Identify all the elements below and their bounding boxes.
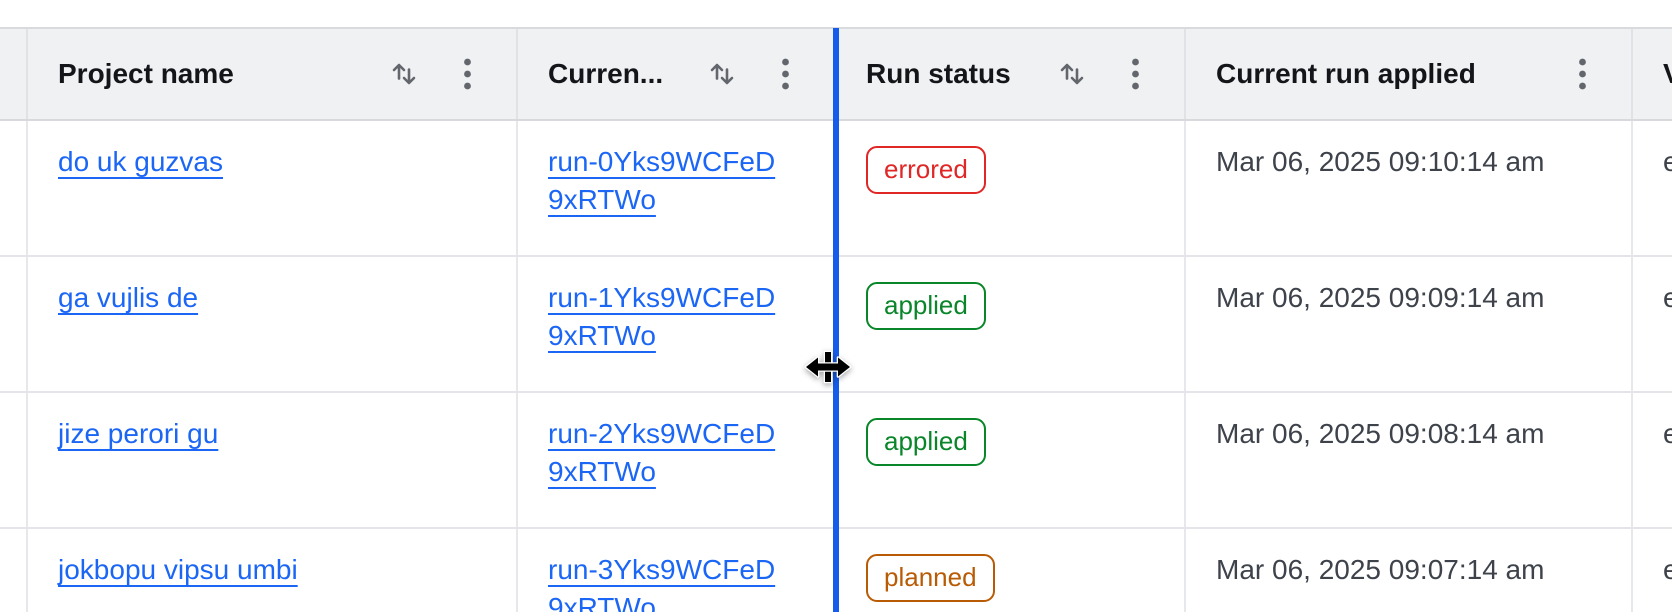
run-link[interactable]: run-3Yks9WCFeD9xRTWo	[548, 554, 776, 612]
cell-project-name: ga vujlis de	[28, 257, 518, 391]
status-badge: applied	[866, 282, 986, 330]
header-cell-cut-left	[0, 29, 28, 119]
run-link[interactable]: run-1Yks9WCFeD9xRTWo	[548, 282, 776, 351]
cell-current-run-applied: Mar 06, 2025 09:08:14 am	[1186, 393, 1633, 527]
cell-current-run-applied: Mar 06, 2025 09:07:14 am	[1186, 529, 1633, 612]
cell-current-run: run-0Yks9WCFeD9xRTWo	[518, 121, 836, 255]
header-cell-cut-right: V	[1633, 29, 1672, 119]
cell-run-status: planned	[836, 529, 1186, 612]
column-label-run-status: Run status	[866, 58, 1011, 89]
applied-timestamp: Mar 06, 2025 09:08:14 am	[1216, 418, 1545, 449]
cell-cut-right: e	[1633, 121, 1672, 255]
cut-cell-text: e	[1663, 554, 1672, 585]
cut-cell-text: e	[1663, 282, 1672, 313]
cell-current-run: run-3Yks9WCFeD9xRTWo	[518, 529, 836, 612]
project-link[interactable]: ga vujlis de	[58, 282, 199, 313]
applied-timestamp: Mar 06, 2025 09:10:14 am	[1216, 146, 1545, 177]
column-resize-indicator[interactable]	[833, 28, 839, 612]
cut-cell-text: e	[1663, 146, 1672, 177]
column-label-current-run-applied: Current run applied	[1216, 58, 1476, 89]
cell-cut-right: e	[1633, 529, 1672, 612]
column-label-cut: V	[1663, 58, 1672, 90]
header-cell-project-name: Project name	[28, 29, 518, 119]
sort-icon[interactable]	[1057, 59, 1087, 89]
project-link[interactable]: do uk guzvas	[58, 146, 223, 177]
cell-run-status: errored	[836, 121, 1186, 255]
project-link[interactable]: jokbopu vipsu umbi	[58, 554, 298, 585]
sort-icon[interactable]	[707, 59, 737, 89]
sort-icon[interactable]	[389, 59, 419, 89]
cell-current-run-applied: Mar 06, 2025 09:09:14 am	[1186, 257, 1633, 391]
run-link[interactable]: run-0Yks9WCFeD9xRTWo	[548, 146, 776, 215]
project-link[interactable]: jize perori gu	[58, 418, 219, 449]
cut-cell-text: e	[1663, 418, 1672, 449]
applied-timestamp: Mar 06, 2025 09:07:14 am	[1216, 554, 1545, 585]
status-badge: planned	[866, 554, 995, 602]
header-cell-current-run: Curren...	[518, 29, 836, 119]
header-cell-current-run-applied: Current run applied	[1186, 29, 1633, 119]
cell-cut-right: e	[1633, 393, 1672, 527]
cell-current-run: run-1Yks9WCFeD9xRTWo	[518, 257, 836, 391]
column-label-project-name: Project name	[58, 58, 234, 89]
column-menu-icon[interactable]	[463, 57, 472, 91]
header-cell-run-status: Run status	[836, 29, 1186, 119]
column-menu-icon[interactable]	[1131, 57, 1140, 91]
cell-project-name: jize perori gu	[28, 393, 518, 527]
cell-run-status: applied	[836, 393, 1186, 527]
cell-project-name: do uk guzvas	[28, 121, 518, 255]
status-badge: applied	[866, 418, 986, 466]
column-menu-icon[interactable]	[781, 57, 790, 91]
header-controls	[389, 57, 472, 91]
cell-run-status: applied	[836, 257, 1186, 391]
cell-cut-right: e	[1633, 257, 1672, 391]
cell-project-name: jokbopu vipsu umbi	[28, 529, 518, 612]
run-link[interactable]: run-2Yks9WCFeD9xRTWo	[548, 418, 776, 487]
header-controls	[1578, 57, 1587, 91]
status-badge: errored	[866, 146, 986, 194]
cell-current-run: run-2Yks9WCFeD9xRTWo	[518, 393, 836, 527]
cell-current-run-applied: Mar 06, 2025 09:10:14 am	[1186, 121, 1633, 255]
column-label-current-run: Curren...	[548, 58, 664, 89]
applied-timestamp: Mar 06, 2025 09:09:14 am	[1216, 282, 1545, 313]
header-controls	[1057, 57, 1140, 91]
header-controls	[707, 57, 790, 91]
column-menu-icon[interactable]	[1578, 57, 1587, 91]
